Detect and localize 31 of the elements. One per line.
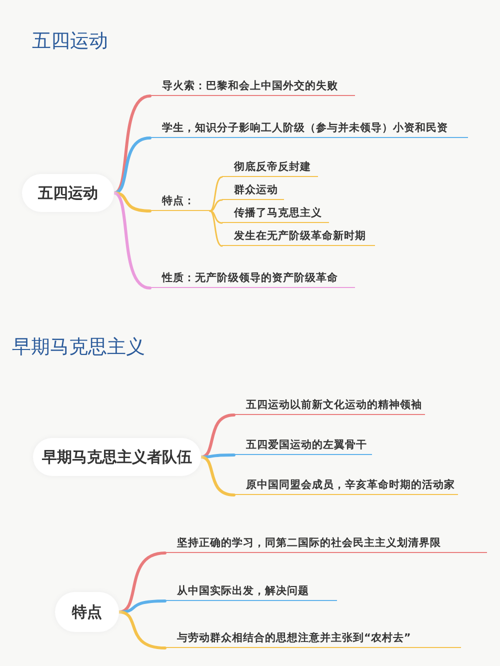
branch-topic: 传播了马克思主义 <box>222 206 329 223</box>
branch-line <box>209 199 223 212</box>
branch-line <box>112 192 152 212</box>
branch-line <box>200 414 236 458</box>
branch-line <box>112 94 152 194</box>
branch-topic: 五四运动以前新文化运动的精神领袖 <box>234 398 425 415</box>
branch-topic: 原中国同盟会成员，辛亥革命时期的活动家 <box>234 478 458 495</box>
branch-topic: 导火索：巴黎和会上中国外交的失败 <box>150 79 355 96</box>
branch-topic: 发生在无产阶级革命新时期 <box>222 229 375 246</box>
root-topic: 特点 <box>55 592 119 632</box>
branch-topic: 学生，知识分子影响工人阶级（参与并未领导）小资和民资 <box>150 121 468 138</box>
branch-topic: 彻底反帝反封建 <box>222 160 318 177</box>
branch-line <box>118 552 166 614</box>
branch-line <box>112 136 152 194</box>
heading: 早期马克思主义 <box>12 335 145 360</box>
root-topic: 早期马克思主义者队伍 <box>33 438 201 476</box>
branch-line <box>118 610 166 650</box>
branch-line <box>200 456 236 496</box>
branch-line <box>209 176 223 212</box>
branch-topic: 坚持正确的学习，同第二国际的社会民主主义划清界限 <box>165 536 487 553</box>
branch-topic: 五四爱国运动的左翼骨干 <box>234 438 372 455</box>
root-topic: 五四运动 <box>22 174 114 212</box>
heading: 五四运动 <box>32 29 108 54</box>
branch-topic: 性质：无产阶级领导的资产阶级革命 <box>150 271 355 288</box>
branch-line <box>209 210 223 224</box>
branch-topic: 与劳动群众相结合的思想注意并主张到“农村去” <box>165 631 461 648</box>
branch-line <box>209 210 223 247</box>
branch-topic: 从中国实际出发，解决问题 <box>165 584 337 601</box>
branch-line <box>112 192 152 290</box>
branch-topic: 特点： <box>150 194 210 211</box>
branch-topic: 群众运动 <box>222 183 284 200</box>
